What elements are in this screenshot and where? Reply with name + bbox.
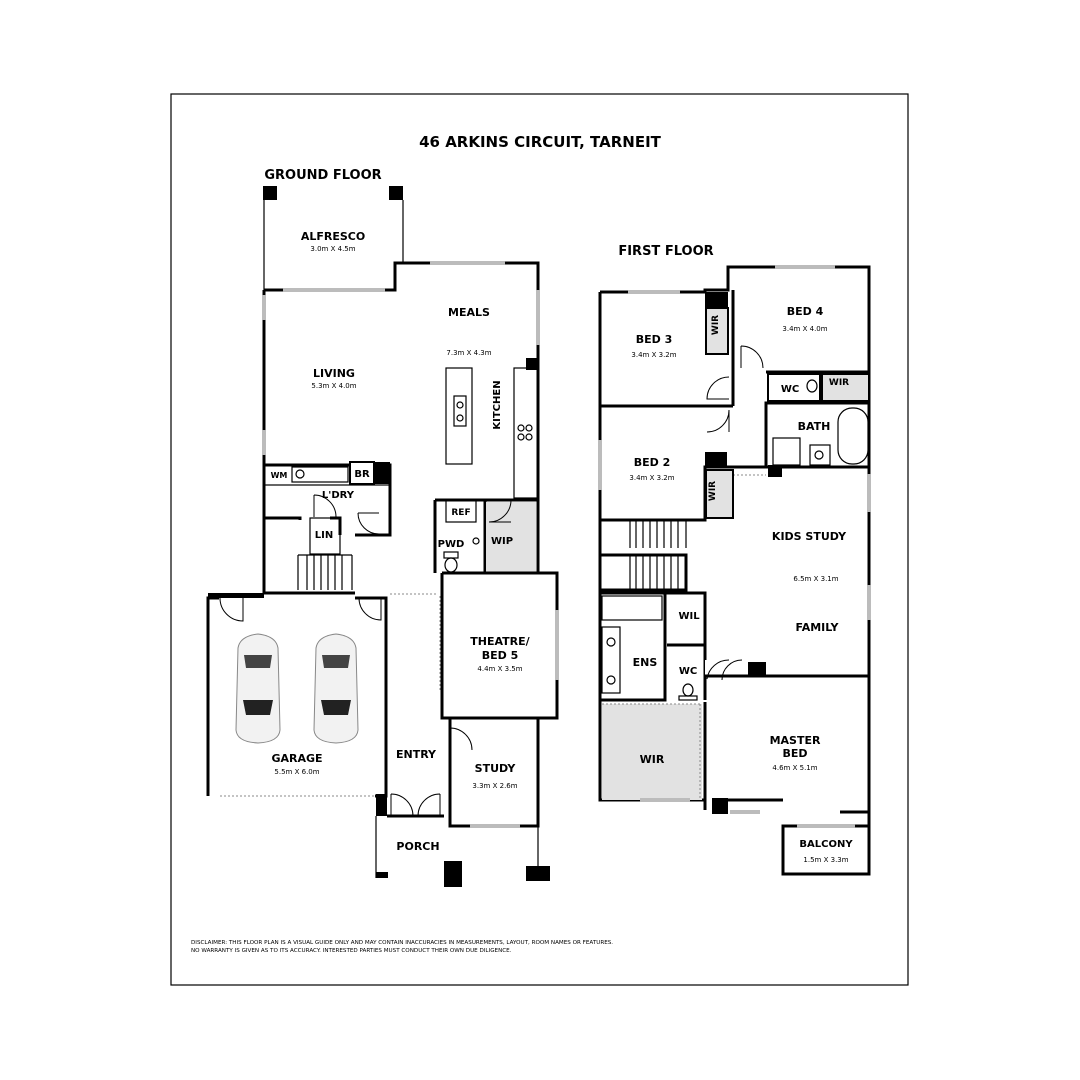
plan-title: 46 ARKINS CIRCUIT, TARNEIT [419,133,662,151]
master-size: 4.6m X 5.1m [772,764,817,772]
bed4-size: 3.4m X 4.0m [782,325,827,333]
master-label-line2: BED [782,747,807,760]
theatre-size: 4.4m X 3.5m [477,665,522,673]
bathtub [837,407,869,465]
living-size: 5.3m X 4.0m [311,382,356,390]
bed4-label: BED 4 [787,305,824,318]
bath-label: BATH [798,420,831,433]
cooktop-icon [517,424,533,441]
wir-bed3-label: WIR [711,315,721,335]
wir-bed2-room [705,469,734,519]
wil-label: WIL [678,611,700,622]
ground-stairs [297,554,353,590]
wir-master-label: WIR [640,753,665,766]
wc-ens-label: WC [679,666,697,677]
balcony-label: BALCONY [799,839,853,850]
wip-label: WIP [491,536,513,547]
theatre-walls [440,571,559,720]
meals-size: 7.3m X 4.3m [446,349,491,357]
kitchen-label: KITCHEN [492,380,503,429]
ref-label: REF [451,508,470,518]
alfresco-label: ALFRESCO [301,230,365,243]
upper-stairs [600,520,688,592]
study-label: STUDY [475,762,517,775]
disclaimer-line1: DISCLAIMER: THIS FLOOR PLAN IS A VISUAL … [191,940,613,946]
kids-study-size: 6.5m X 3.1m [793,575,838,583]
wip-room [486,530,536,572]
wc-upper-room [767,373,821,402]
study-size: 3.3m X 2.6m [472,782,517,790]
meals-label: MEALS [448,306,490,319]
living-label: LIVING [313,367,355,380]
wir-bed4-label: WIR [829,378,849,388]
family-label: FAMILY [795,621,839,634]
bed2-label: BED 2 [634,456,671,469]
bed3-label: BED 3 [636,333,673,346]
kids-study-label: KIDS STUDY [772,530,847,543]
wir-bed2-label: WIR [708,481,718,501]
entry-label: ENTRY [396,748,437,761]
ground-floor-heading: GROUND FLOOR [264,168,381,183]
theatre-label-line1: THEATRE/ [470,635,530,648]
balcony-size: 1.5m X 3.3m [803,856,848,864]
disclaimer-line2: NO WARRANTY IS GIVEN AS TO ITS ACCURACY.… [191,948,512,954]
kitchen-island [445,367,473,465]
pwd-label: PWD [438,539,465,550]
kitchen-bench [513,367,539,499]
master-walls [703,674,871,826]
alfresco-area [263,186,404,290]
car-icon [313,633,359,744]
wir-bed3-room [705,307,729,355]
theatre-label-line2: BED 5 [482,649,519,662]
bed3-size: 3.4m X 3.2m [631,351,676,359]
garage-label: GARAGE [271,752,322,765]
ground-floor: GROUND FLOOR [206,168,559,887]
wc-upper-label: WC [781,384,799,395]
lin-cupboard [309,517,341,555]
first-floor-heading: FIRST FLOOR [618,244,713,259]
porch-label: PORCH [396,840,439,853]
master-label-line1: MASTER [770,734,821,747]
master-wir-room [602,704,702,800]
laundry-label: L'DRY [322,490,355,501]
bed2-size: 3.4m X 3.2m [629,474,674,482]
ens-label: ENS [633,656,658,669]
alfresco-size: 3.0m X 4.5m [310,245,355,253]
wm-label: WM [271,471,288,480]
ens-bath [601,595,663,621]
garage-size: 5.5m X 6.0m [274,768,319,776]
wir-bed4-room [821,373,870,402]
car-icon [235,633,281,744]
lin-label: LIN [315,530,333,541]
br-label: BR [354,469,370,480]
first-floor: FIRST FLOOR [598,244,871,876]
